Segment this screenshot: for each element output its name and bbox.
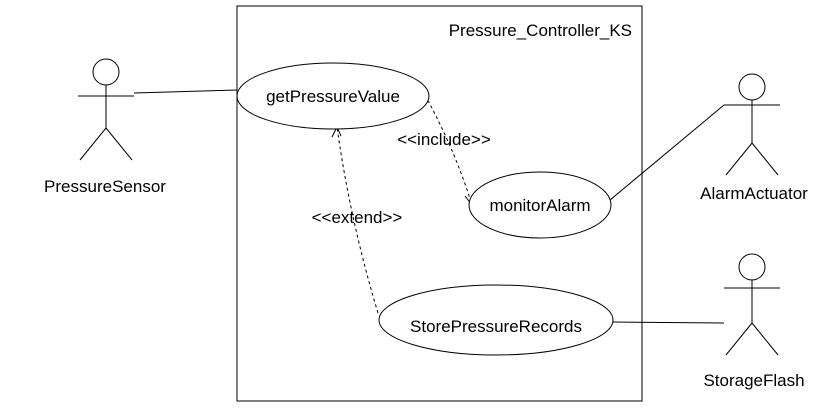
use-case-monitor-alarm[interactable]: monitorAlarm bbox=[468, 171, 612, 239]
extend-label: <<extend>> bbox=[312, 208, 403, 227]
actor-label: AlarmActuator bbox=[700, 184, 808, 203]
actor-pressure-sensor[interactable]: PressureSensor bbox=[44, 58, 166, 196]
use-case-label: monitorAlarm bbox=[489, 196, 590, 215]
association-line bbox=[611, 321, 725, 324]
actor-label: PressureSensor bbox=[44, 177, 166, 196]
actor-label: StorageFlash bbox=[703, 371, 804, 390]
include-label: <<include>> bbox=[397, 130, 491, 149]
include-dependency bbox=[424, 94, 477, 206]
use-case-store-pressure-records[interactable]: StorePressureRecords bbox=[378, 284, 614, 356]
stick-figure-icon bbox=[78, 58, 134, 161]
use-case-get-pressure-value[interactable]: getPressureValue bbox=[236, 62, 430, 130]
stick-figure-icon bbox=[724, 253, 780, 356]
system-boundary bbox=[236, 5, 643, 402]
use-case-label: StorePressureRecords bbox=[410, 317, 582, 336]
association-line bbox=[133, 89, 238, 94]
system-name: Pressure_Controller_KS bbox=[449, 21, 632, 40]
actor-alarm-actuator[interactable]: AlarmActuator bbox=[700, 73, 808, 203]
use-case-label: getPressureValue bbox=[266, 87, 400, 106]
association-line bbox=[609, 104, 725, 201]
actor-storage-flash[interactable]: StorageFlash bbox=[703, 253, 805, 390]
stick-figure-icon bbox=[724, 73, 780, 176]
